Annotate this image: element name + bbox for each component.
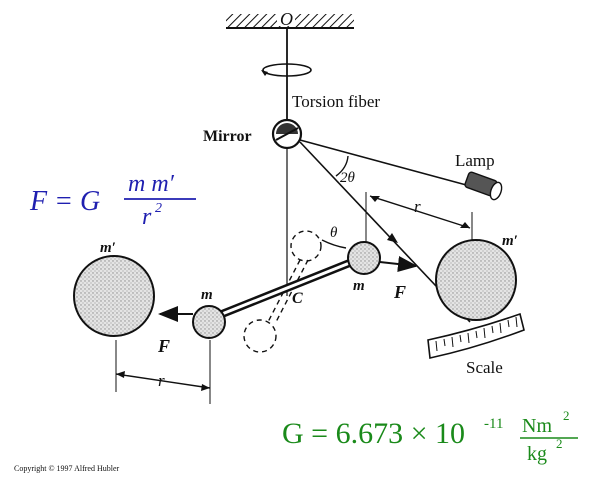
force-formula-denominator-exp: 2 (155, 201, 162, 216)
constant-formula: G = 6.673 × 10 -11 Nm 2 kg 2 (282, 408, 578, 465)
mirror (271, 118, 303, 150)
constant-formula-exponent: -11 (484, 416, 503, 432)
scale-label: Scale (466, 358, 503, 377)
twist-arrow-icon (261, 63, 312, 77)
force-arrow-right (379, 256, 418, 272)
lamp-label: Lamp (455, 151, 495, 170)
r-label-right: r (414, 197, 421, 216)
large-mass-right (435, 239, 517, 321)
r-label-bottom: r (158, 371, 165, 390)
force-right-label: F (393, 282, 406, 302)
large-mass-right-label: m′ (502, 233, 518, 249)
lamp-icon (464, 171, 503, 201)
mirror-label: Mirror (203, 128, 252, 145)
fiber-label: Torsion fiber (292, 92, 380, 111)
torsion-rod (210, 254, 364, 322)
constant-formula-numerator-exp: 2 (563, 408, 570, 423)
force-formula: F = G m m′ r 2 (29, 171, 196, 230)
force-formula-numerator: m m′ (128, 171, 175, 197)
small-mass-left-label: m (201, 287, 213, 303)
distance-marker-bottom (115, 340, 211, 404)
angle-arc-theta (321, 239, 347, 249)
copyright-text: Copyright © 1997 Alfred Hubler (14, 464, 120, 473)
constant-formula-denominator-exp: 2 (556, 436, 563, 451)
constant-formula-lhs: G = 6.673 × 10 (282, 417, 465, 450)
force-formula-denominator: r (142, 204, 152, 230)
center-label: C (292, 290, 303, 307)
rest-position-dashed (243, 230, 322, 353)
angle-two-theta-label: 2θ (340, 170, 356, 186)
small-mass-right-label: m (353, 278, 365, 294)
force-formula-lhs: F = G (29, 186, 100, 217)
ceiling-support (226, 10, 354, 29)
distance-marker-right (365, 192, 473, 250)
ray-arrow-icon (387, 233, 398, 243)
constant-formula-numerator: Nm (522, 415, 552, 437)
small-mass-right (347, 241, 381, 275)
incident-ray (299, 139, 471, 187)
origin-label: O (280, 9, 293, 29)
scale (427, 312, 525, 359)
angle-arc-two-theta (335, 155, 349, 177)
force-left-label: F (157, 336, 170, 356)
large-mass-left-label: m′ (100, 240, 116, 256)
angle-theta-label: θ (330, 225, 338, 241)
small-mass-left (192, 305, 226, 339)
large-mass-left (73, 255, 155, 337)
constant-formula-denominator: kg (527, 443, 547, 465)
